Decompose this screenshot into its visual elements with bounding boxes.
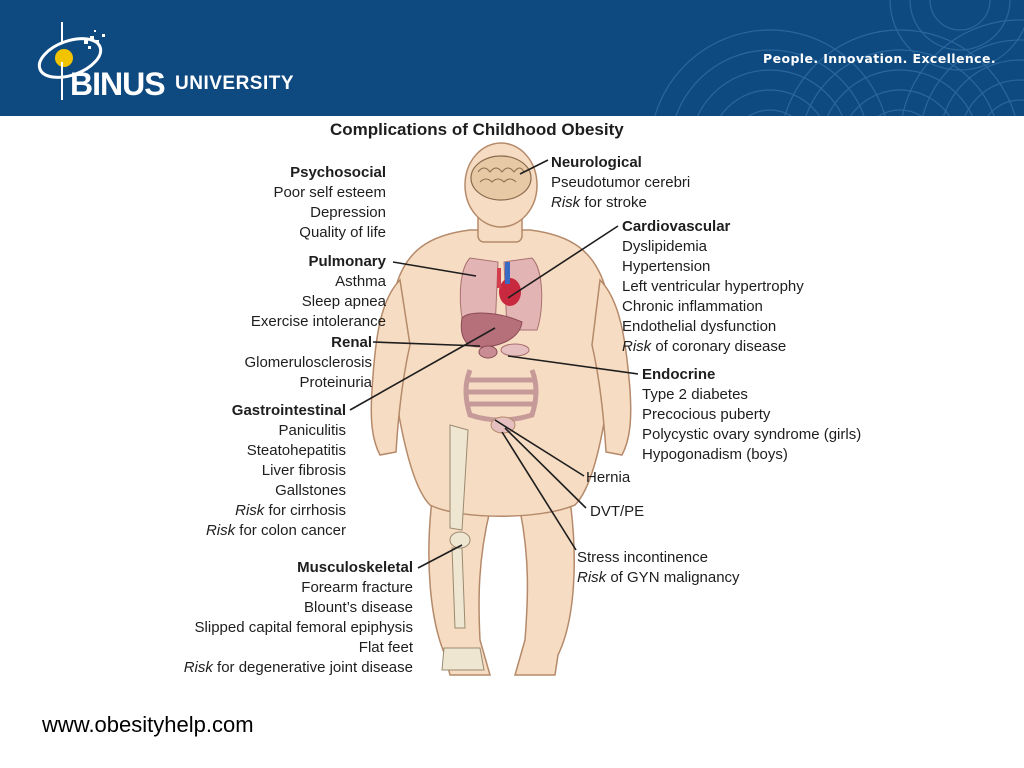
brand-main: BINUS <box>70 66 166 102</box>
decorative-arcs <box>654 0 1024 116</box>
psychosocial-group: Psychosocial Poor self esteem Depression… <box>200 163 386 243</box>
callout-lines <box>349 159 639 569</box>
stress-risk-item: Risk of GYN malignancy <box>577 568 797 588</box>
musculoskeletal-group: Musculoskeletal Forearm fracture Blount’… <box>120 558 413 678</box>
renal-item: Glomerulosclerosis <box>244 354 372 371</box>
tagline: People. Innovation. Excellence. <box>763 51 996 66</box>
stress-group: Stress incontinence Risk of GYN malignan… <box>577 548 797 588</box>
risk-word: Risk <box>577 569 607 586</box>
psychosocial-item: Quality of life <box>299 224 386 241</box>
musculoskeletal-heading: Musculoskeletal <box>297 559 413 576</box>
cardiovascular-item: Endothelial dysfunction <box>622 318 777 335</box>
hernia-label: Hernia <box>586 469 631 486</box>
gastrointestinal-item: Gallstones <box>275 482 346 499</box>
leg-bones-icon <box>441 424 485 671</box>
stress-item: Stress incontinence <box>577 549 708 566</box>
psychosocial-item: Poor self esteem <box>273 184 386 201</box>
risk-text: for degenerative joint disease <box>212 659 413 676</box>
risk-word: Risk <box>205 522 236 539</box>
risk-text: of coronary disease <box>651 338 787 355</box>
neurological-item: Pseudotumor cerebri <box>551 174 691 191</box>
neurological-group: Neurological Pseudotumor cerebri Risk fo… <box>551 153 751 213</box>
endocrine-group: Endocrine Type 2 diabetes Precocious pub… <box>642 365 922 465</box>
header-banner: BINUS UNIVERSITY People. Innovation. Exc… <box>0 0 1024 116</box>
risk-text: of GYN malignancy <box>606 569 740 586</box>
source-url: www.obesityhelp.com <box>42 712 254 737</box>
neurological-risk-item: Risk for stroke <box>551 193 751 213</box>
risk-text: for colon cancer <box>235 522 346 539</box>
pulmonary-item: Asthma <box>335 273 386 290</box>
risk-word: Risk <box>622 338 652 355</box>
neurological-heading: Neurological <box>551 154 642 171</box>
cardiovascular-item: Dyslipidemia <box>622 238 708 255</box>
gastrointestinal-group: Gastrointestinal Paniculitis Steatohepat… <box>150 401 346 541</box>
endocrine-item: Type 2 diabetes <box>642 386 748 403</box>
risk-text: for cirrhosis <box>264 502 346 519</box>
risk-word: Risk <box>551 194 581 211</box>
renal-heading: Renal <box>331 334 372 351</box>
endocrine-item: Polycystic ovary syndrome (girls) <box>642 426 862 443</box>
musculoskeletal-item: Slipped capital femoral epiphysis <box>194 619 413 636</box>
pulmonary-heading: Pulmonary <box>308 253 386 270</box>
intestines-icon <box>463 369 539 423</box>
risk-text: for stroke <box>580 194 647 211</box>
risk-word: Risk <box>183 659 213 676</box>
renal-item: Proteinuria <box>299 374 372 391</box>
gastrointestinal-risk-item: Risk for cirrhosis <box>150 501 346 521</box>
cardiovascular-item: Chronic inflammation <box>622 298 763 315</box>
brain-icon <box>470 155 532 201</box>
lungs-icon <box>459 257 543 331</box>
cardiovascular-risk-item: Risk of coronary disease <box>622 337 862 357</box>
psychosocial-heading: Psychosocial <box>290 164 386 181</box>
endocrine-heading: Endocrine <box>642 366 716 383</box>
gastrointestinal-item: Paniculitis <box>278 422 346 439</box>
musculoskeletal-item: Blount’s disease <box>304 599 413 616</box>
musculoskeletal-item: Flat feet <box>358 639 413 656</box>
musculoskeletal-item: Forearm fracture <box>301 579 413 596</box>
brand-sub: UNIVERSITY <box>175 73 295 94</box>
gastrointestinal-heading: Gastrointestinal <box>231 402 346 419</box>
pulmonary-group: Pulmonary Asthma Sleep apnea Exercise in… <box>200 252 386 332</box>
endocrine-item: Hypogonadism (boys) <box>642 446 788 463</box>
psychosocial-item: Depression <box>310 204 386 221</box>
endocrine-item: Precocious puberty <box>642 406 771 423</box>
dvt-label: DVT/PE <box>590 503 645 520</box>
cardiovascular-group: Cardiovascular Dyslipidemia Hypertension… <box>622 217 862 357</box>
pulmonary-item: Exercise intolerance <box>250 313 386 330</box>
gastrointestinal-item: Steatohepatitis <box>246 442 346 459</box>
renal-group: Renal Glomerulosclerosis Proteinuria <box>200 333 372 393</box>
cardiovascular-item: Hypertension <box>622 258 711 275</box>
gastrointestinal-risk-item: Risk for colon cancer <box>150 521 346 541</box>
cardiovascular-item: Left ventricular hypertrophy <box>622 278 804 295</box>
cardiovascular-heading: Cardiovascular <box>622 218 731 235</box>
musculoskeletal-risk-item: Risk for degenerative joint disease <box>120 658 413 678</box>
binus-logo-icon <box>37 22 105 100</box>
gastrointestinal-item: Liver fibrosis <box>261 462 346 479</box>
figure-title: Complications of Childhood Obesity <box>330 120 624 139</box>
pulmonary-item: Sleep apnea <box>301 293 386 310</box>
heart-icon <box>497 262 521 306</box>
risk-word: Risk <box>235 502 265 519</box>
